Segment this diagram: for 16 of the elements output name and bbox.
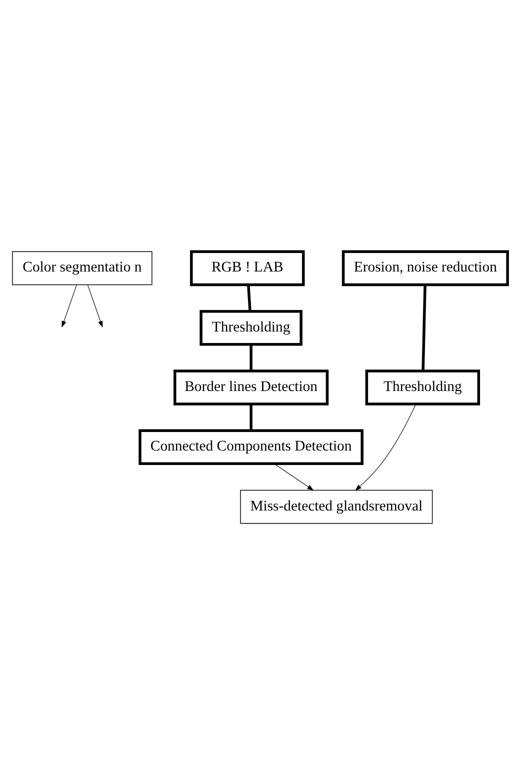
connector [250,344,252,370]
node-box: Connected Components Detection [138,428,364,465]
arrow [62,284,77,328]
connector [422,284,426,370]
arrow [274,463,314,490]
node-box: Border lines Detection [174,369,329,405]
node-box: Miss-detected glandsremoval [240,489,433,524]
node-box: Erosion, noise reduction [342,250,509,286]
arrow [355,404,416,490]
connector [250,404,252,430]
connector [247,284,252,311]
node-box: Color segmentatio n [12,250,152,285]
node-box: Thresholding [365,369,480,405]
node-box: RGB ! LAB [190,250,305,286]
node-box: Thresholding [200,309,302,346]
arrow [87,284,103,328]
